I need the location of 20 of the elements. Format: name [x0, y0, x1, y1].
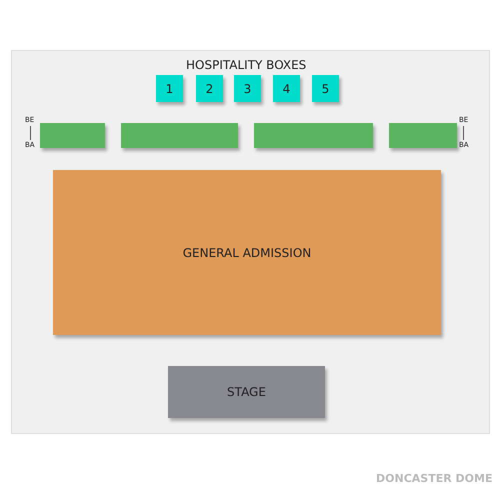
area-label: GENERAL ADMISSION [182, 246, 312, 260]
hospitality-box [312, 75, 339, 102]
seating-section [389, 123, 457, 148]
stage [168, 366, 325, 418]
venue-name: DONCASTER DOME [376, 472, 492, 485]
box-number: 2 [206, 82, 214, 96]
hospitality-box [156, 75, 183, 102]
box-number: 3 [244, 82, 252, 96]
section-heading: HOSPITALITY BOXES [186, 58, 306, 72]
seating-section [40, 123, 105, 148]
box-number: 4 [282, 82, 290, 96]
hospitality-box [196, 75, 223, 102]
box-number: 1 [166, 82, 174, 96]
general-admission-area [53, 170, 441, 335]
box-number: 5 [322, 82, 330, 96]
hospitality-box [234, 75, 261, 102]
seating-section [254, 123, 373, 148]
hospitality-box [273, 75, 300, 102]
seating-section [121, 123, 238, 148]
area-label: STAGE [227, 385, 266, 399]
